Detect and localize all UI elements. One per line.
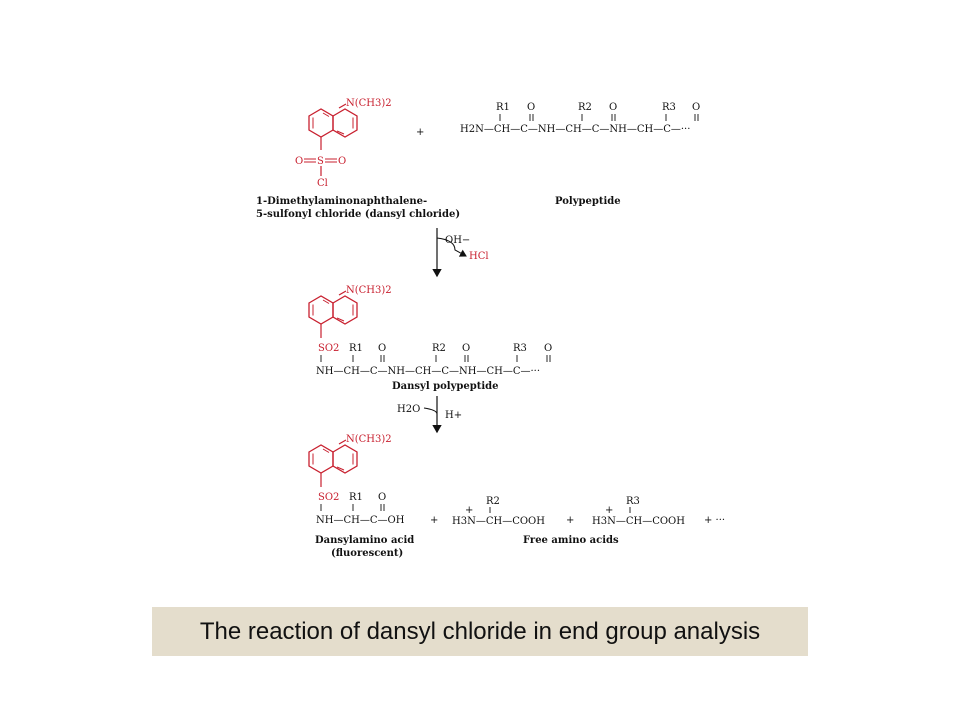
side-chain-r1: R1 — [349, 492, 363, 503]
hydroxide-reagent: OH− — [445, 235, 470, 246]
carbonyl-oxygen: O — [378, 343, 386, 354]
dansyl-polypeptide-name: Dansyl polypeptide — [392, 381, 499, 392]
product-plus-2: + — [566, 515, 574, 526]
carbonyl-oxygen: O — [378, 492, 386, 503]
polypeptide-name: Polypeptide — [555, 196, 621, 207]
reactant-plus: + — [416, 127, 424, 138]
water-reagent: H2O — [397, 404, 420, 415]
side-chain-r1: R1 — [496, 102, 510, 113]
dansylamino-acid-formula: NH—CH—C—OH — [316, 515, 405, 526]
side-chain-r2: R2 — [578, 102, 592, 113]
sulfonyl-label: SO2 — [318, 343, 339, 354]
free-amino-acid-formula: H3N—CH—COOH — [452, 516, 545, 527]
hcl-byproduct: HCl — [469, 251, 489, 262]
dimethylamino-label: N(CH3)2 — [346, 285, 392, 296]
side-chain-r3: R3 — [513, 343, 527, 354]
side-chain-r2: R2 — [486, 496, 500, 507]
caption-banner: The reaction of dansyl chloride in end g… — [152, 607, 808, 656]
polypeptide-backbone: H2N—CH—C—NH—CH—C—NH—CH—C—··· — [460, 124, 690, 135]
side-chain-r3: R3 — [662, 102, 676, 113]
sulfonyl-label: SO2 — [318, 492, 339, 503]
chlorine-label: Cl — [317, 178, 328, 189]
side-chain-r1: R1 — [349, 343, 363, 354]
acid-catalyst: H+ — [445, 410, 462, 421]
free-amino-acid-r2: R2 + H3N—CH—COOH — [452, 496, 545, 527]
dansylamino-acid-structure: N(CH3)2 SO2 R1 O NH—CH—C—OH — [308, 434, 405, 526]
dansyl-chloride-name-line1: 1-Dimethylaminonaphthalene- — [256, 196, 427, 207]
carbonyl-oxygen: O — [609, 102, 617, 113]
dansyl-chloride-name-line2: 5-sulfonyl chloride (dansyl chloride) — [256, 209, 460, 220]
caption-text: The reaction of dansyl chloride in end g… — [199, 617, 761, 645]
side-chain-r2: R2 — [432, 343, 446, 354]
step1-arrow — [432, 228, 467, 278]
sulfur-label: S — [317, 156, 324, 167]
carbonyl-oxygen: O — [692, 102, 700, 113]
carbonyl-oxygen: O — [544, 343, 552, 354]
product-plus-more: + ··· — [704, 515, 725, 526]
free-amino-acids-name: Free amino acids — [523, 535, 619, 546]
free-amino-acid-formula: H3N—CH—COOH — [592, 516, 685, 527]
carbonyl-oxygen: O — [527, 102, 535, 113]
free-amino-acid-r3: R3 + H3N—CH—COOH — [592, 496, 685, 527]
sulfonyl-oxygen-left: O — [295, 156, 303, 167]
dansyl-polypeptide-backbone: NH—CH—C—NH—CH—C—NH—CH—C—··· — [316, 366, 540, 377]
step2-arrow — [423, 396, 442, 434]
dimethylamino-label: N(CH3)2 — [346, 434, 392, 445]
product-plus-1: + — [430, 515, 438, 526]
dansyl-polypeptide-structure: N(CH3)2 SO2 R1 O R2 O R3 O NH—CH—C—NH—CH… — [308, 285, 552, 377]
side-chain-r3: R3 — [626, 496, 640, 507]
fluorescent-note: (fluorescent) — [331, 548, 403, 559]
polypeptide-structure: R1 O R2 O R3 O H2N—CH—C—NH—CH—C—NH—CH—C—… — [460, 102, 700, 135]
dimethylamino-label: N(CH3)2 — [346, 98, 392, 109]
dansyl-chloride-structure: N(CH3)2 O S O Cl — [295, 98, 392, 189]
dansylamino-acid-name: Dansylamino acid — [315, 535, 414, 546]
carbonyl-oxygen: O — [462, 343, 470, 354]
ammonium-charge: + — [605, 505, 613, 516]
sulfonyl-oxygen-right: O — [338, 156, 346, 167]
ammonium-charge: + — [465, 505, 473, 516]
